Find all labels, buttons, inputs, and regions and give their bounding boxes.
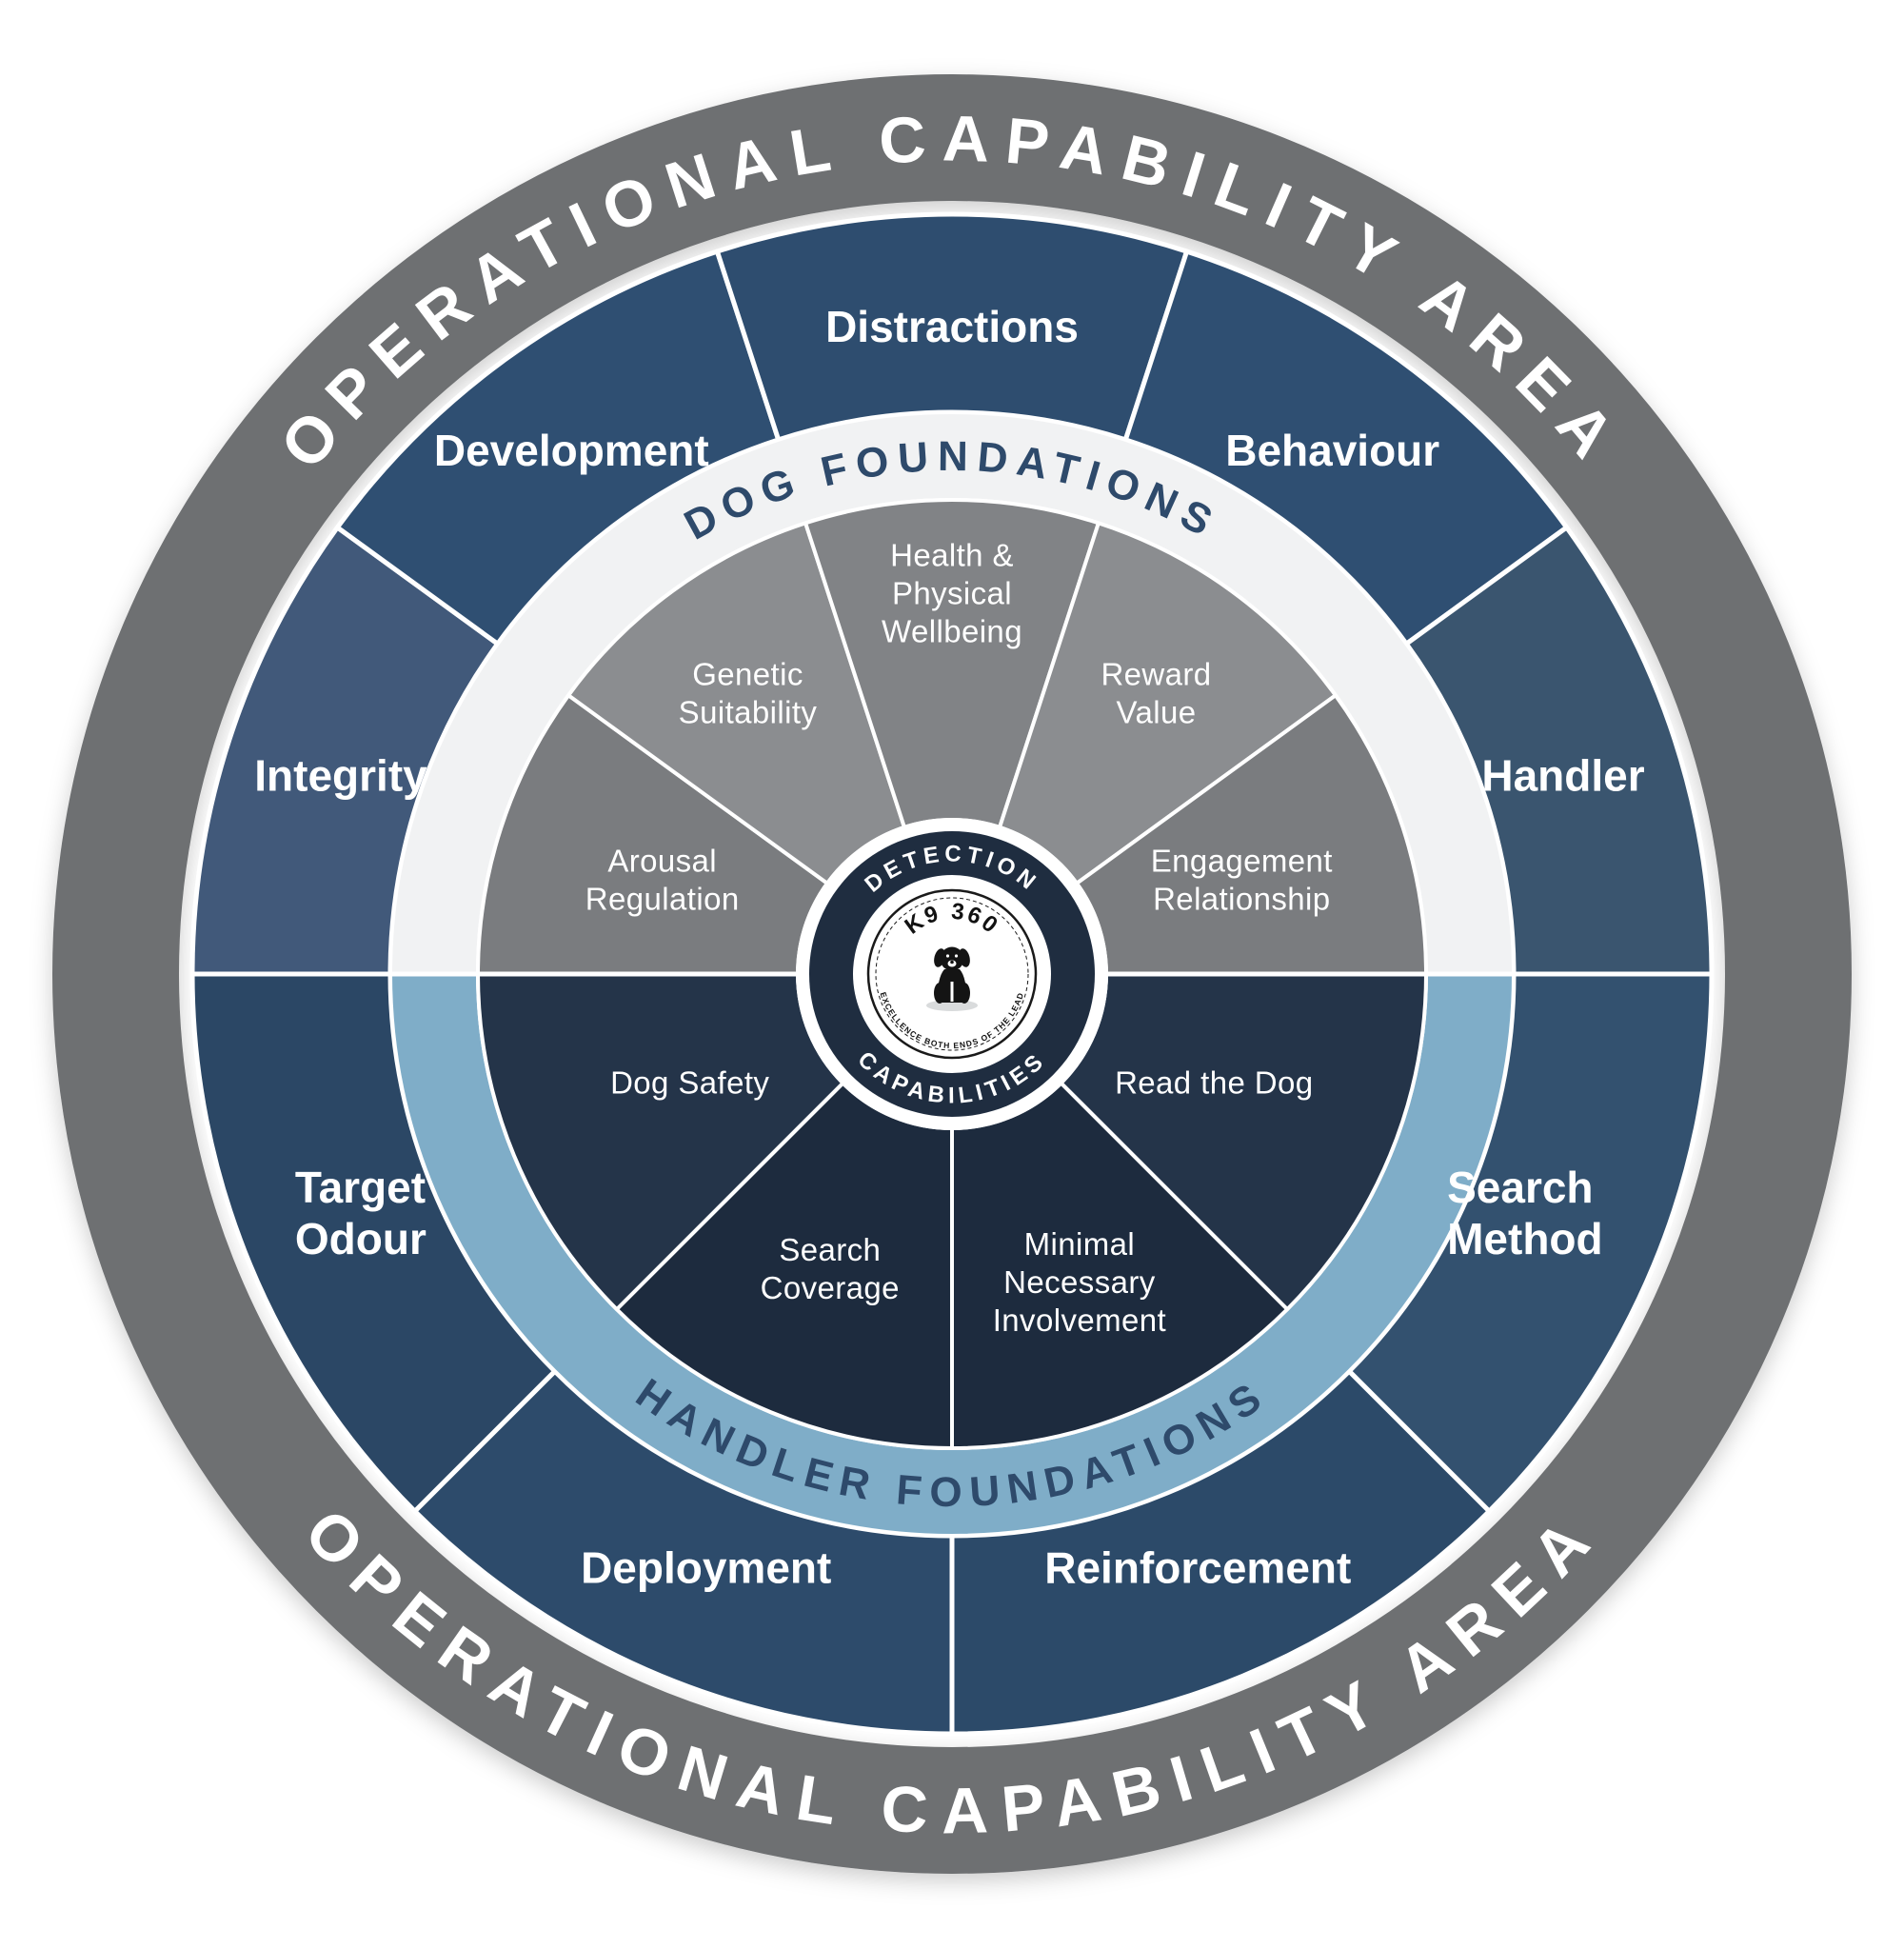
wedge-label-reward-value-line: Value <box>1117 694 1197 729</box>
segment-label-search-method-line: Search <box>1447 1163 1593 1212</box>
segment-label-development-line: Development <box>434 426 709 475</box>
wedge-label-minimal-necessary-involvement-line: Necessary <box>1003 1264 1156 1300</box>
wedge-label-health-physical-wellbeing-line: Wellbeing <box>882 614 1022 649</box>
segment-label-deployment-line: Deployment <box>581 1543 831 1593</box>
wedge-label-search-coverage-line: Coverage <box>761 1270 900 1305</box>
leash-rope-circle <box>875 897 1029 1051</box>
segment-label-integrity-line: Integrity <box>254 751 427 801</box>
segment-label-handler-line: Handler <box>1481 751 1644 801</box>
segment-label-behaviour: Behaviour <box>1225 426 1439 475</box>
segment-label-distractions: Distractions <box>825 302 1079 351</box>
segment-label-search-method-line: Method <box>1447 1214 1603 1263</box>
segment-label-target-odour-line: Odour <box>295 1214 426 1263</box>
wedge-label-arousal-regulation-line: Regulation <box>585 882 740 917</box>
segment-label-handler: Handler <box>1481 751 1644 801</box>
segment-label-target-odour-line: Target <box>295 1163 426 1212</box>
wedge-label-health-physical-wellbeing-line: Physical <box>892 576 1012 611</box>
wedge-label-engagement-relationship-line: Engagement <box>1151 844 1333 879</box>
wedge-label-read-the-dog: Read the Dog <box>1115 1065 1313 1101</box>
segment-label-reinforcement-line: Reinforcement <box>1044 1543 1351 1593</box>
wedge-label-minimal-necessary-involvement-line: Involvement <box>993 1303 1166 1338</box>
logo-border-circle <box>866 888 1038 1060</box>
wedge-label-reward-value-line: Reward <box>1101 656 1211 691</box>
segment-label-reinforcement: Reinforcement <box>1044 1543 1351 1593</box>
wedge-label-dog-safety: Dog Safety <box>610 1065 769 1101</box>
wedge-label-arousal-regulation-line: Arousal <box>607 844 717 879</box>
segment-label-distractions-line: Distractions <box>825 302 1079 351</box>
wedge-label-genetic-suitability-line: Genetic <box>692 656 803 691</box>
segment-label-integrity: Integrity <box>254 751 427 801</box>
dog-silhouette-icon <box>934 946 970 1004</box>
wedge-label-dog-safety-line: Dog Safety <box>610 1065 769 1101</box>
wedge-label-search-coverage-line: Search <box>779 1232 881 1267</box>
operational-capability-ring <box>52 74 1852 1874</box>
segment-label-development: Development <box>434 426 709 475</box>
wedge-label-genetic-suitability-line: Suitability <box>679 694 818 729</box>
segment-label-deployment: Deployment <box>581 1543 831 1593</box>
wedge-label-engagement-relationship-line: Relationship <box>1153 882 1330 917</box>
wedge-label-minimal-necessary-involvement-line: Minimal <box>1024 1226 1135 1262</box>
segment-label-behaviour-line: Behaviour <box>1225 426 1439 475</box>
wedge-label-health-physical-wellbeing-line: Health & <box>890 538 1014 573</box>
wedge-label-read-the-dog-line: Read the Dog <box>1115 1065 1313 1101</box>
